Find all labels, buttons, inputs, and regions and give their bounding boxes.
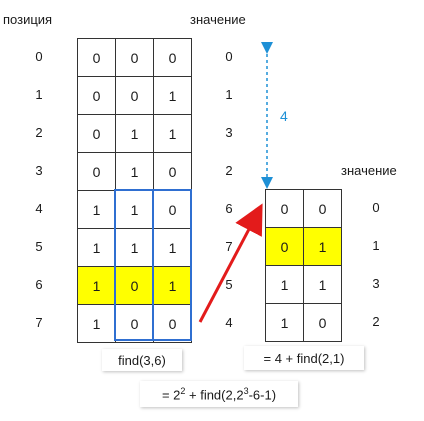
eq-mid: + find(2,2 xyxy=(185,387,244,403)
left-cell: 0 xyxy=(116,39,154,77)
right-cell: 1 xyxy=(266,304,304,342)
left-cell: 0 xyxy=(116,77,154,115)
right-cell: 1 xyxy=(304,266,342,304)
find-call-label: find(3,6) xyxy=(102,349,182,371)
left-cell: 1 xyxy=(116,191,154,229)
left-value-number: 6 xyxy=(225,201,233,216)
left-value-number: 5 xyxy=(225,277,233,292)
left-cell: 1 xyxy=(154,115,192,153)
right-cell: 0 xyxy=(304,304,342,342)
position-number: 3 xyxy=(35,163,43,178)
left-cell: 0 xyxy=(78,39,116,77)
left-cell: 0 xyxy=(116,305,154,343)
left-cell: 1 xyxy=(116,229,154,267)
left-value-number: 0 xyxy=(225,49,233,64)
left-value-number: 4 xyxy=(225,315,233,330)
right-cell: 0 xyxy=(304,190,342,228)
right-cell: 1 xyxy=(304,228,342,266)
right-value-number: 2 xyxy=(372,314,380,329)
equals-right-box: = 4 + find(2,1) xyxy=(244,346,364,370)
left-cell: 1 xyxy=(116,115,154,153)
distance-label: 4 xyxy=(280,108,288,124)
value-header-left: значение xyxy=(190,12,246,27)
left-value-number: 7 xyxy=(225,239,233,254)
find-call-text: find(3,6) xyxy=(118,352,166,368)
left-cell: 0 xyxy=(154,153,192,191)
left-cell: 0 xyxy=(154,191,192,229)
left-cell: 0 xyxy=(78,77,116,115)
position-number: 6 xyxy=(35,277,43,292)
position-number: 4 xyxy=(35,201,43,216)
left-value-number: 3 xyxy=(225,125,233,140)
left-cell: 0 xyxy=(154,39,192,77)
left-cell: 1 xyxy=(78,191,116,229)
left-cell: 0 xyxy=(78,115,116,153)
left-cell: 1 xyxy=(116,153,154,191)
right-cell: 0 xyxy=(266,190,304,228)
eq-exponent-2: 3 xyxy=(243,385,249,396)
left-cell: 1 xyxy=(78,229,116,267)
left-cell: 1 xyxy=(154,267,192,305)
left-cell: 1 xyxy=(154,229,192,267)
equals-bottom-text: = 22 + find(2,23-6-1) xyxy=(162,386,276,402)
right-value-number: 1 xyxy=(372,238,380,253)
right-cell: 1 xyxy=(266,266,304,304)
equals-bottom-box: = 22 + find(2,23-6-1) xyxy=(140,381,298,407)
right-cell: 0 xyxy=(266,228,304,266)
eq-prefix: = 2 xyxy=(161,387,181,403)
eq-suffix: -6-1) xyxy=(248,387,277,403)
left-value-number: 1 xyxy=(225,87,233,102)
position-number: 0 xyxy=(35,49,43,64)
position-header: позиция xyxy=(3,12,53,27)
position-number: 5 xyxy=(35,239,43,254)
right-value-number: 3 xyxy=(372,276,380,291)
right-value-number: 0 xyxy=(372,200,380,215)
eq-exponent: 2 xyxy=(180,385,186,396)
position-number: 2 xyxy=(35,125,43,140)
value-header-right: значение xyxy=(341,163,397,178)
left-cell: 0 xyxy=(78,153,116,191)
left-cell: 0 xyxy=(154,305,192,343)
position-number: 1 xyxy=(35,87,43,102)
left-cell: 1 xyxy=(154,77,192,115)
position-number: 7 xyxy=(35,315,43,330)
equals-right-text: = 4 + find(2,1) xyxy=(263,350,345,366)
left-value-number: 2 xyxy=(225,163,233,178)
red-arrow xyxy=(198,203,263,323)
